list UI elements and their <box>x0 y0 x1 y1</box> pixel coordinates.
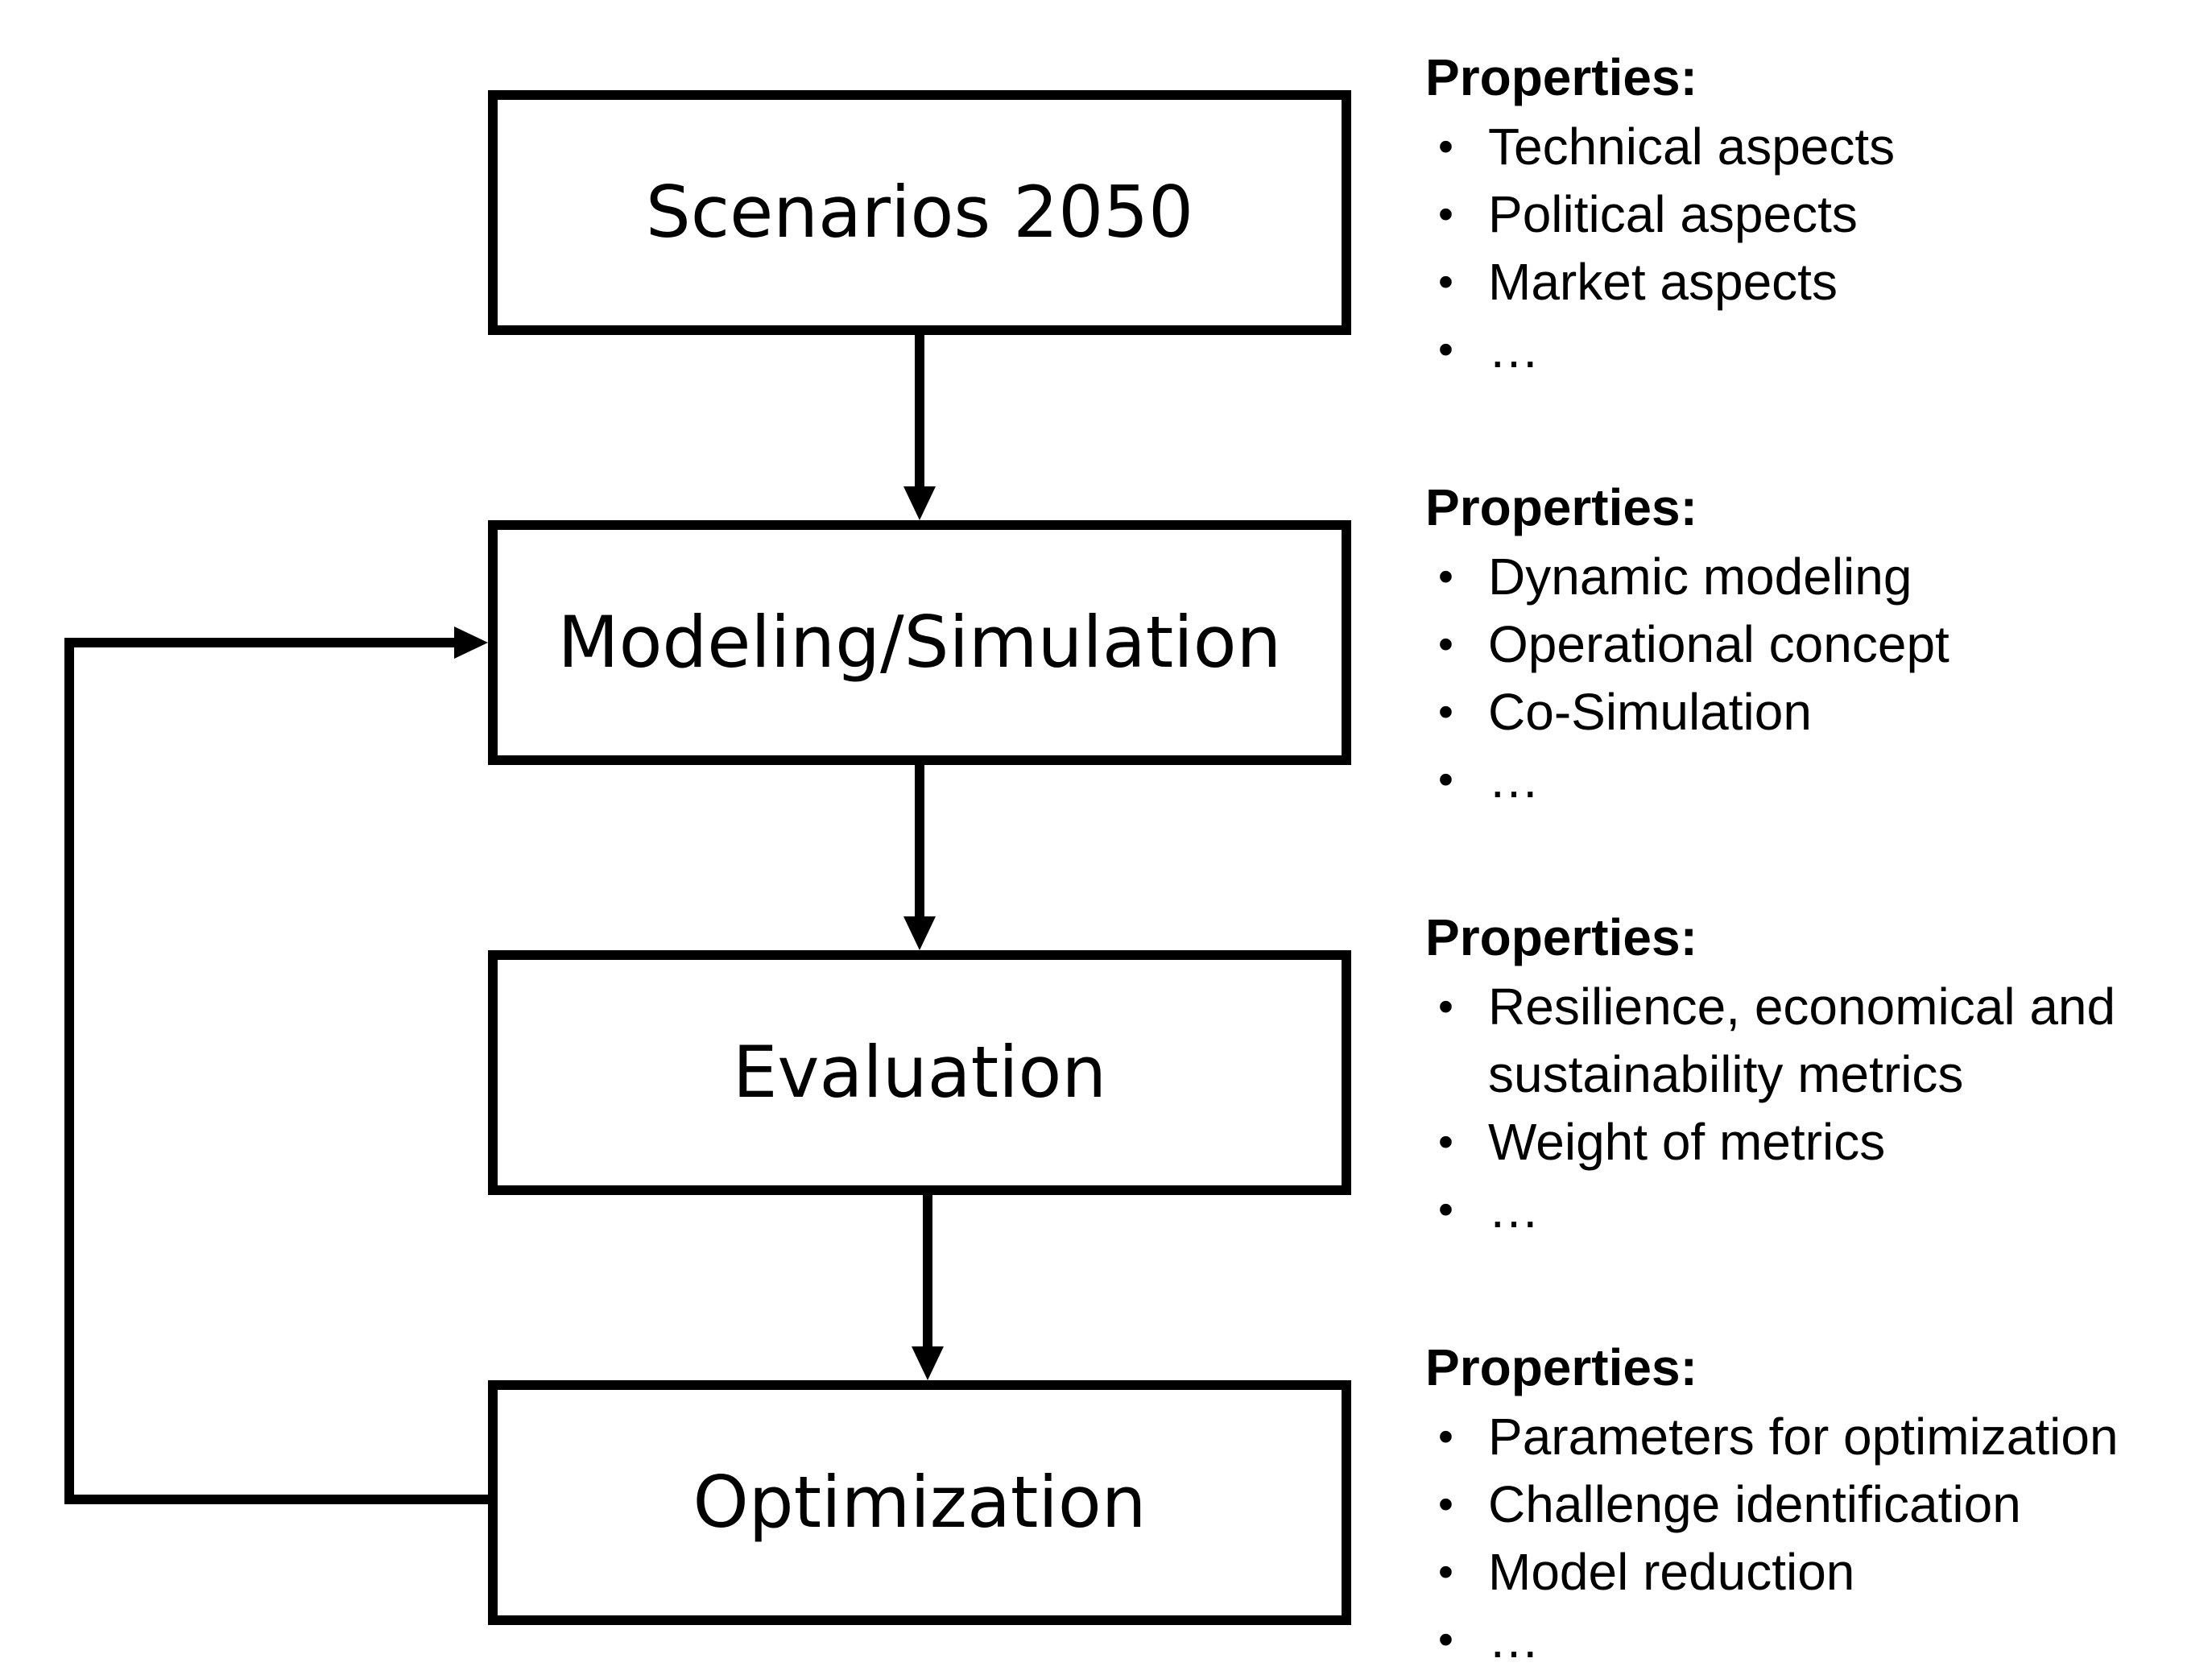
property-text: Weight of metrics <box>1488 1113 1886 1171</box>
list-item: • Parameters for optimization <box>1425 1403 2198 1470</box>
property-text: … <box>1488 1611 1540 1669</box>
properties-heading: Properties: <box>1425 1338 1697 1396</box>
list-item: • Dynamic modeling <box>1425 543 2198 610</box>
list-item: • Political aspects <box>1425 180 2198 248</box>
property-text: Model reduction <box>1488 1543 1855 1601</box>
bullet-icon: • <box>1438 1118 1453 1166</box>
property-text: Co-Simulation <box>1488 683 1812 741</box>
bullet-icon: • <box>1438 1548 1453 1596</box>
bullet-icon: • <box>1438 620 1453 668</box>
property-text: Resilience, economical and sustainabilit… <box>1488 978 2116 1103</box>
list-item: • Operational concept <box>1425 610 2198 678</box>
list-item: •… <box>1425 316 2198 383</box>
properties-list: • Resilience, economical and sustainabili… <box>1425 973 2198 1243</box>
property-text: Political aspects <box>1488 185 1858 243</box>
properties-panel-optimization: Properties: • Parameters for optimization… <box>1425 1335 2198 1673</box>
bullet-icon: • <box>1438 325 1453 374</box>
properties-list: • Technical aspects • Political aspects • M… <box>1425 113 2198 383</box>
list-item: •… <box>1425 1176 2198 1243</box>
step-box-optimization: Optimization <box>488 1380 1351 1625</box>
property-text: Operational concept <box>1488 615 1949 673</box>
step-label: Scenarios 2050 <box>646 171 1193 254</box>
bullet-icon: • <box>1438 1185 1453 1234</box>
bullet-icon: • <box>1438 122 1453 171</box>
step-box-modeling-simulation: Modeling/Simulation <box>488 520 1351 765</box>
property-text: … <box>1488 751 1540 808</box>
bullet-icon: • <box>1438 688 1453 736</box>
properties-panel-modeling-simulation: Properties: • Dynamic modeling • Operation… <box>1425 475 2198 813</box>
arrow-evaluation-to-optimization <box>912 1195 944 1380</box>
bullet-icon: • <box>1438 190 1453 238</box>
feedback-loop-arrow <box>64 627 488 1504</box>
arrow-modeling-to-evaluation <box>903 765 936 950</box>
properties-heading: Properties: <box>1425 908 1697 966</box>
properties-list: • Dynamic modeling • Operational concept •… <box>1425 543 2198 813</box>
bullet-icon: • <box>1438 1480 1453 1528</box>
properties-heading: Properties: <box>1425 478 1697 536</box>
step-label: Optimization <box>693 1461 1147 1544</box>
property-text: Challenge identification <box>1488 1475 2021 1533</box>
list-item: • Market aspects <box>1425 248 2198 316</box>
properties-panel-scenarios: Properties: • Technical aspects • Politica… <box>1425 45 2198 383</box>
list-item: •… <box>1425 746 2198 813</box>
properties-panel-evaluation: Properties: • Resilience, economical and … <box>1425 905 2198 1243</box>
list-item: • Challenge identification <box>1425 1470 2198 1538</box>
step-label: Evaluation <box>733 1031 1106 1114</box>
bullet-icon: • <box>1438 982 1453 1031</box>
property-text: Parameters for optimization <box>1488 1408 2119 1466</box>
list-item: • Co-Simulation <box>1425 678 2198 746</box>
property-text: … <box>1488 1181 1540 1239</box>
step-box-evaluation: Evaluation <box>488 950 1351 1195</box>
list-item: • Weight of metrics <box>1425 1108 2198 1176</box>
property-text: Technical aspects <box>1488 118 1896 176</box>
bullet-icon: • <box>1438 1412 1453 1461</box>
properties-list: • Parameters for optimization • Challenge … <box>1425 1403 2198 1673</box>
list-item: • Technical aspects <box>1425 113 2198 180</box>
property-text: Market aspects <box>1488 253 1838 311</box>
step-label: Modeling/Simulation <box>558 601 1282 684</box>
bullet-icon: • <box>1438 258 1453 306</box>
bullet-icon: • <box>1438 755 1453 804</box>
list-item: • Model reduction <box>1425 1538 2198 1606</box>
list-item: •… <box>1425 1606 2198 1673</box>
properties-heading: Properties: <box>1425 48 1697 106</box>
arrow-scenarios-to-modeling <box>903 335 936 520</box>
property-text: … <box>1488 320 1540 378</box>
property-text: Dynamic modeling <box>1488 548 1912 606</box>
list-item: • Resilience, economical and sustainabili… <box>1425 973 2198 1108</box>
bullet-icon: • <box>1438 552 1453 601</box>
bullet-icon: • <box>1438 1615 1453 1664</box>
step-box-scenarios: Scenarios 2050 <box>488 90 1351 335</box>
